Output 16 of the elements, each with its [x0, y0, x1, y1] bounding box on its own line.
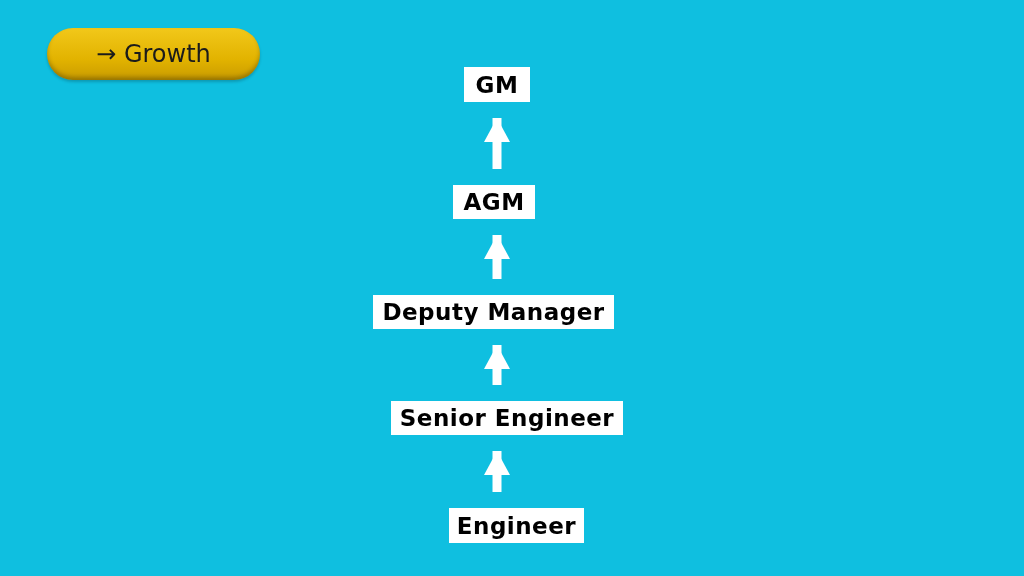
- rank-label: Engineer: [456, 512, 577, 539]
- arrow: [484, 235, 510, 279]
- rank-box: [373, 295, 614, 329]
- arrow: [484, 451, 510, 492]
- rank-box: [391, 401, 623, 435]
- rank-label: GM: [475, 71, 519, 98]
- arrow: [484, 345, 510, 385]
- arrow: [484, 118, 510, 169]
- growth-badge: [47, 28, 260, 80]
- rank-label: Deputy Manager: [382, 299, 605, 325]
- rank-box: [464, 67, 530, 102]
- rank-label: → Growth: [96, 40, 211, 68]
- rank-box: [453, 185, 535, 219]
- rank-label: AGM: [463, 189, 525, 215]
- rank-label: Senior Engineer: [399, 405, 615, 431]
- rank-box: [449, 508, 584, 543]
